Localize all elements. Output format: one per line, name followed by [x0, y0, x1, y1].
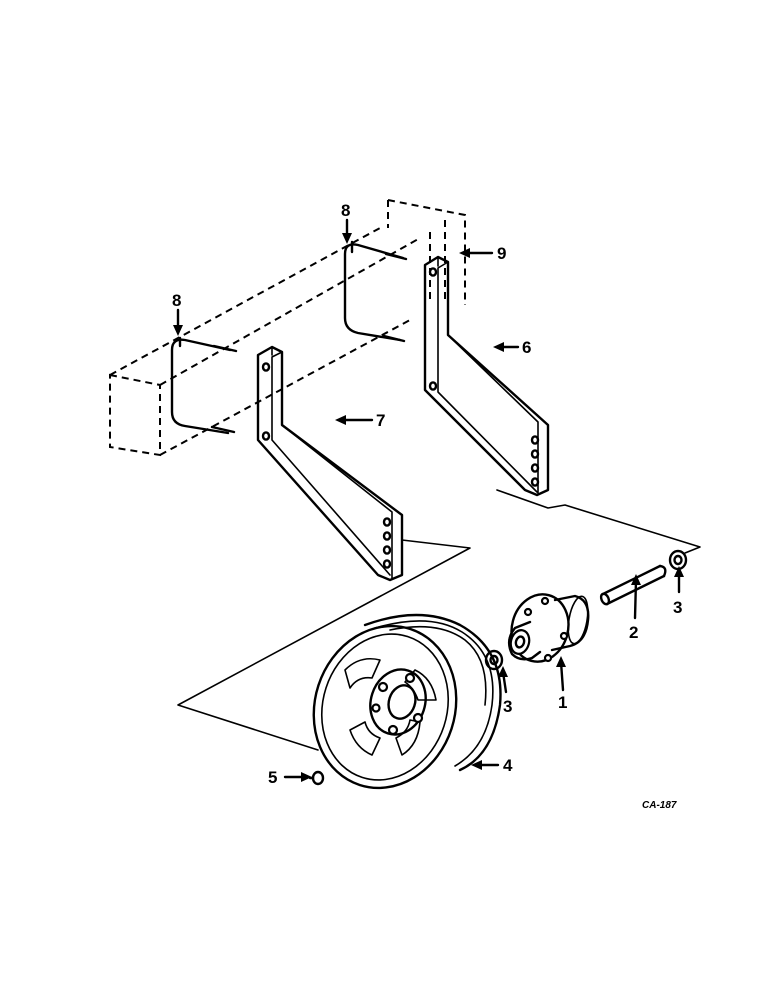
callout-3-rear: 3	[673, 598, 682, 617]
bracket-rear	[423, 255, 550, 497]
callout-8-front: 8	[172, 291, 181, 310]
u-bolt-rear	[343, 240, 408, 343]
callout-9: 9	[497, 244, 506, 263]
bracket-front	[256, 345, 404, 582]
callout-8-rear: 8	[341, 201, 350, 220]
frame-block-phantom	[109, 199, 466, 457]
lug-bolt	[308, 770, 325, 786]
callout-leaders	[173, 218, 684, 782]
bearing-rear	[668, 549, 688, 571]
callout-labels: 8 8 9 6 7 3 2 3 1 4 5 CA-187	[172, 201, 682, 811]
u-bolt-front	[170, 336, 238, 435]
assembly-lines	[177, 489, 701, 751]
callout-2: 2	[629, 623, 638, 642]
wheel-rim	[312, 613, 502, 790]
bearing-front	[484, 649, 504, 671]
callout-5: 5	[268, 768, 277, 787]
drawing-code: CA-187	[642, 800, 677, 811]
wheel-hub	[507, 593, 590, 663]
callout-1: 1	[558, 693, 567, 712]
callout-4: 4	[503, 756, 513, 775]
spindle-shaft	[599, 564, 667, 606]
callout-6: 6	[522, 338, 531, 357]
callout-3-front: 3	[503, 697, 512, 716]
callout-7: 7	[376, 411, 385, 430]
